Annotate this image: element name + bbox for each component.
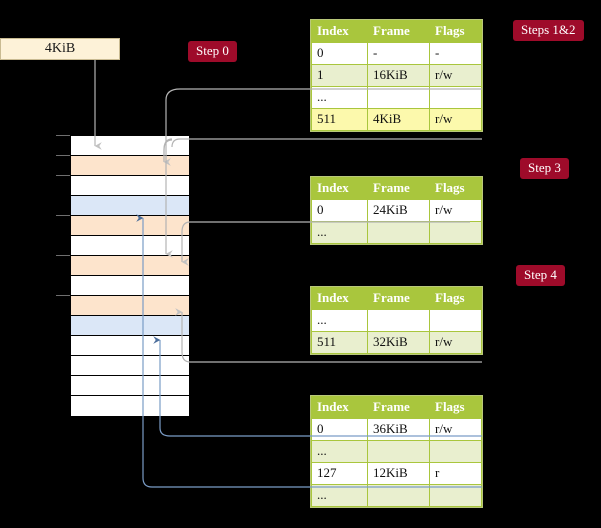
- cell-flags: r/w: [429, 331, 482, 354]
- cell-frame: [367, 440, 430, 463]
- cell-index: 511: [311, 331, 368, 354]
- cell-frame: 4KiB: [367, 108, 430, 131]
- cell-frame: [367, 86, 430, 109]
- memory-frame-cell: [71, 396, 189, 416]
- memory-frame-cell: [71, 316, 189, 336]
- memory-frame-cell: [71, 196, 189, 216]
- cell-frame: [367, 309, 430, 332]
- memory-frame-cell: [71, 136, 189, 156]
- memory-frame-cell: [71, 176, 189, 196]
- step-label-step0: Step 0: [188, 41, 237, 62]
- cell-index: 127: [311, 462, 368, 485]
- memory-frame-tick: [56, 175, 70, 176]
- cell-flags: [429, 309, 482, 332]
- memory-frame-cell: [71, 376, 189, 396]
- memory-frame-cell: [71, 276, 189, 296]
- cell-frame: 24KiB: [367, 199, 430, 222]
- column-header-flags: Flags: [429, 287, 482, 310]
- cell-index: ...: [311, 484, 368, 507]
- memory-frame-cell: [71, 356, 189, 376]
- cell-flags: [429, 484, 482, 507]
- table-row: ...: [311, 221, 482, 244]
- column-header-index: Index: [311, 287, 368, 310]
- cell-frame: -: [367, 42, 430, 65]
- cell-index: 0: [311, 418, 368, 441]
- cell-flags: r: [429, 462, 482, 485]
- memory-frame-cell: [71, 256, 189, 276]
- cell-flags: r/w: [429, 418, 482, 441]
- cell-frame: 36KiB: [367, 418, 430, 441]
- column-header-frame: Frame: [367, 177, 430, 200]
- column-header-flags: Flags: [429, 177, 482, 200]
- cell-frame: [367, 221, 430, 244]
- cell-flags: r/w: [429, 199, 482, 222]
- memory-frame-tick: [56, 155, 70, 156]
- column-header-flags: Flags: [429, 20, 482, 43]
- memory-frame-tick: [56, 255, 70, 256]
- source-frame-label: 4KiB: [44, 41, 76, 56]
- table-row: ...: [311, 309, 482, 332]
- cell-frame: [367, 484, 430, 507]
- wire-t1-511-out: [171, 138, 482, 148]
- cell-flags: r/w: [429, 64, 482, 87]
- table-row: ...: [311, 440, 482, 463]
- cell-flags: [429, 86, 482, 109]
- column-header-index: Index: [311, 396, 368, 419]
- cell-index: ...: [311, 221, 368, 244]
- column-header-frame: Frame: [367, 20, 430, 43]
- source-frame-box: 4KiB: [0, 38, 120, 60]
- memory-frame-tick: [56, 215, 70, 216]
- cell-index: 1: [311, 64, 368, 87]
- step-label-step3: Step 3: [520, 158, 569, 179]
- cell-index: ...: [311, 440, 368, 463]
- cell-index: ...: [311, 86, 368, 109]
- memory-frame-cell: [71, 296, 189, 316]
- memory-frame-tick: [56, 295, 70, 296]
- cell-frame: 32KiB: [367, 331, 430, 354]
- column-header-index: Index: [311, 177, 368, 200]
- memory-frame-tick: [56, 135, 70, 136]
- table-row: 0--: [311, 42, 482, 65]
- cell-index: ...: [311, 309, 368, 332]
- cell-flags: -: [429, 42, 482, 65]
- table-row: ...: [311, 484, 482, 507]
- memory-frame-cell: [71, 156, 189, 176]
- step-label-steps12: Steps 1&2: [513, 20, 584, 41]
- cell-index: 0: [311, 42, 368, 65]
- cell-flags: r/w: [429, 108, 482, 131]
- step-label-step4: Step 4: [516, 265, 565, 286]
- cell-frame: 12KiB: [367, 462, 430, 485]
- cell-flags: [429, 440, 482, 463]
- cell-flags: [429, 221, 482, 244]
- memory-frame-cell: [71, 336, 189, 356]
- table-row: ...: [311, 86, 482, 109]
- column-header-frame: Frame: [367, 287, 430, 310]
- memory-frame-cell: [71, 216, 189, 236]
- cell-index: 511: [311, 108, 368, 131]
- column-header-index: Index: [311, 20, 368, 43]
- physical-memory-column: [70, 135, 190, 416]
- cell-index: 0: [311, 199, 368, 222]
- column-header-flags: Flags: [429, 396, 482, 419]
- column-header-frame: Frame: [367, 396, 430, 419]
- memory-frame-cell: [71, 236, 189, 256]
- cell-frame: 16KiB: [367, 64, 430, 87]
